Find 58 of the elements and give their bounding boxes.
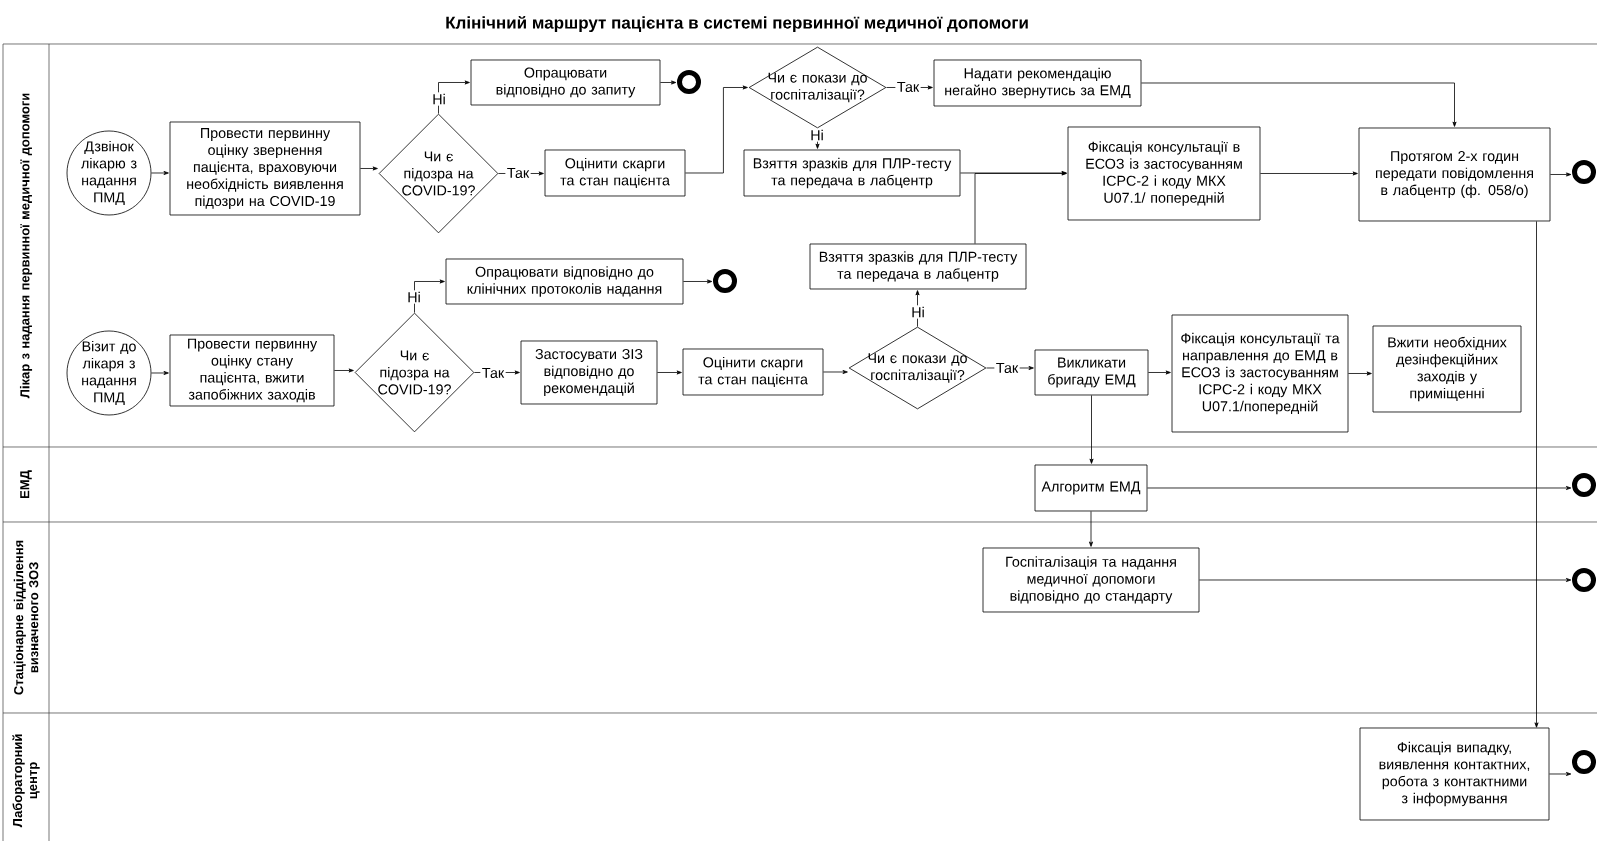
arrow [1148, 370, 1171, 375]
edge-label: Так [505, 166, 531, 180]
arrow [360, 166, 378, 171]
process-box: Опрацювати відповідно до клінічних протоколів надання [445, 258, 684, 305]
process-box: Оцінити скарги та стан пацієнта [544, 149, 686, 197]
arrow [683, 279, 713, 284]
arrow [1141, 82, 1457, 127]
arrow [657, 370, 682, 375]
arrow [660, 80, 677, 85]
arrow [151, 171, 169, 175]
arrow [1550, 172, 1572, 177]
edge-label: Ні [808, 128, 826, 142]
arrow [151, 371, 169, 375]
arrow [915, 290, 920, 327]
process-box: Взяття зразків для ПЛР-тесту та передача в лабцентр [809, 243, 1027, 290]
end-circle [1572, 568, 1596, 592]
process-box: Госпіталізація та надання медичної допомоги відповідно до стандарту [982, 547, 1200, 613]
process-box: Провести первинну оцінку стану пацієнта, вжити запобіжних заходів [169, 334, 335, 407]
process-box: Викликати бригаду ЕМД [1034, 349, 1149, 396]
process-box: Надати рекомендацію негайно звернутись за ЕМД [933, 59, 1142, 107]
arrow [823, 370, 848, 374]
end-circle [1572, 160, 1596, 184]
edge-label: Ні [430, 92, 448, 106]
process-box: Провести первинну оцінку звернення пацієнта, враховуючи необхідність виявлення підозри на COVID-19 [169, 121, 361, 216]
arrow [1534, 221, 1539, 728]
arrow [1199, 578, 1572, 582]
edge-label: Так [895, 80, 921, 94]
arrow [414, 279, 445, 313]
process-box: Фіксація випадку, виявлення контактних, робота з контактними з інформування [1359, 727, 1550, 821]
arrow [438, 80, 470, 114]
process-box: Взяття зразків для ПЛР-тесту та передача в лабцентр [743, 149, 961, 197]
edge-label: Ні [909, 305, 927, 319]
edge-label: Так [994, 361, 1020, 375]
arrow [960, 171, 1067, 175]
end-circle [677, 70, 701, 94]
process-box: Застосувати ЗІЗ відповідно до рекомендацій [520, 340, 658, 405]
process-box: Протягом 2-х годин передати повідомлення в лабцентр (ф. 058/о) [1358, 127, 1551, 222]
arrow [1089, 395, 1094, 464]
process-box: Алгоритм ЕМД [1034, 464, 1148, 512]
process-box: Вжити необхідних дезінфекційних заходів у приміщенні [1372, 325, 1522, 413]
process-box: Фіксація консультації та направлення до ЕМД в ЕСОЗ із застосуванням ICPC-2 і коду МКХ U07.1/попередній [1171, 314, 1349, 433]
arrow [1147, 486, 1572, 490]
arrow [685, 85, 748, 174]
arrow [1549, 772, 1572, 776]
arrow [1089, 511, 1093, 547]
arrow [974, 171, 1067, 244]
arrow [1260, 171, 1358, 176]
diagram-title: Клінічний маршрут пацієнта в системі первинної медичної допомоги [446, 15, 1028, 33]
arrow [334, 368, 354, 373]
end-circle [1572, 473, 1596, 497]
process-box: Фіксація консультації в ЕСОЗ із застосуванням ICPC-2 і коду МКХ U07.1/ попередній [1067, 126, 1261, 221]
process-box: Оцінити скарги та стан пацієнта [682, 348, 824, 396]
process-box: Опрацювати відповідно до запиту [470, 59, 661, 106]
end-circle [713, 269, 737, 293]
end-circle [1572, 750, 1596, 774]
arrow [1348, 371, 1372, 376]
edge-label: Так [480, 366, 506, 380]
edge-label: Ні [405, 290, 423, 304]
